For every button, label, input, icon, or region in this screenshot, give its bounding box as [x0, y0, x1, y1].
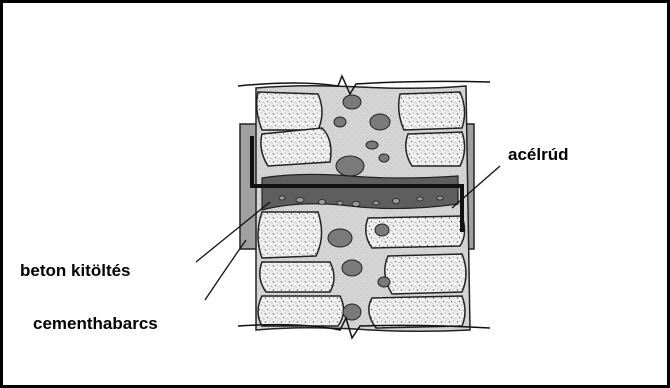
concrete-fill-band	[262, 174, 458, 210]
label-cement-mortar: cementhabarcs	[33, 315, 158, 332]
label-concrete-fill: beton kitöltés	[20, 262, 131, 279]
label-steel-bar: acélrúd	[508, 146, 568, 163]
